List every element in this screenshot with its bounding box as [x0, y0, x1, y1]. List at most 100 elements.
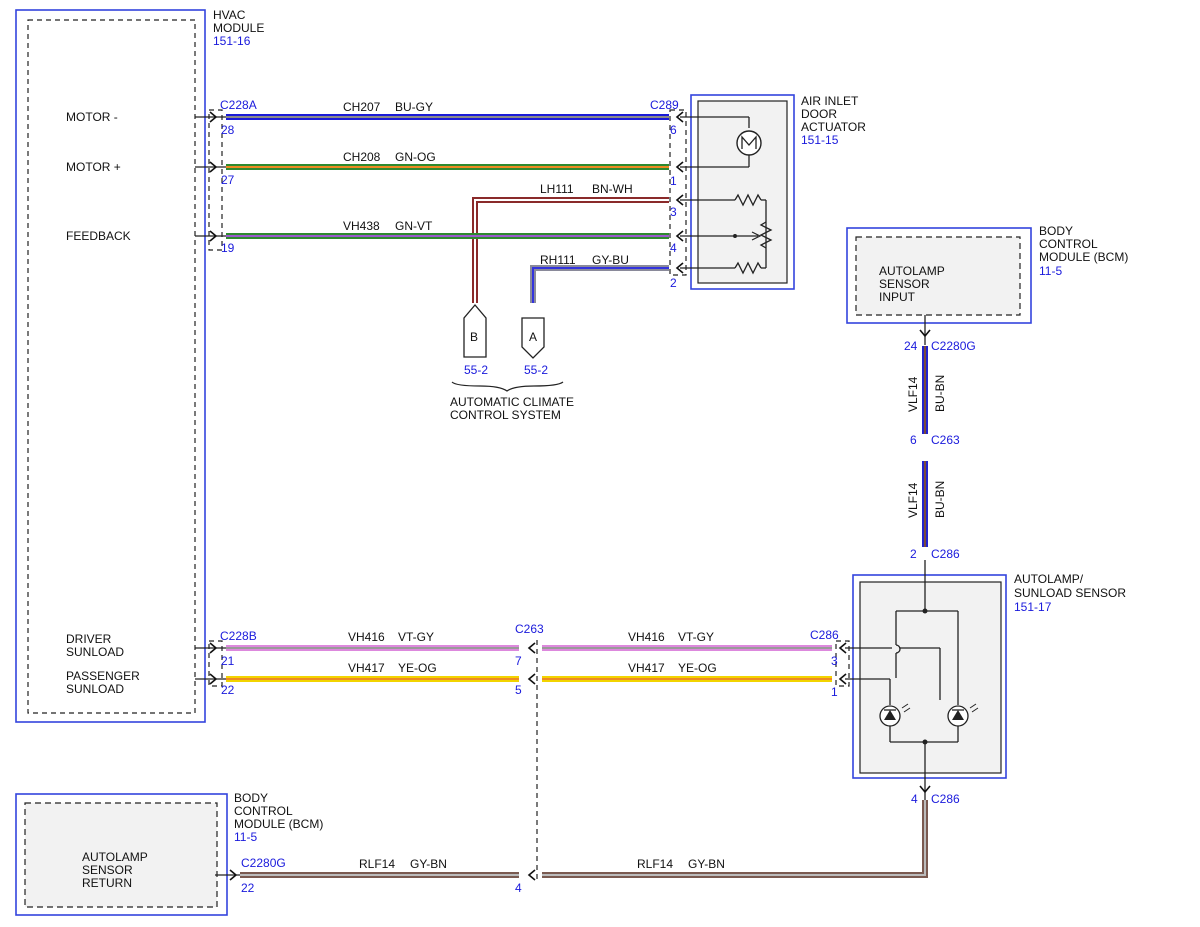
- pin-act-3: 3: [670, 205, 677, 219]
- pin-sensor-2: 2: [910, 547, 917, 561]
- hvac-pin-driver-sunload-1: DRIVER: [66, 632, 112, 646]
- c2280g-bottom-label: C2280G: [241, 856, 286, 870]
- bcm-top-ref: 11-5: [1039, 264, 1062, 278]
- bcm-top-title-2: CONTROL: [1039, 237, 1098, 251]
- wire-vh438: VH438 GN-VT: [226, 219, 669, 239]
- pin-act-2: 2: [670, 276, 677, 290]
- pin-sensor-3: 3: [831, 654, 838, 668]
- hvac-pin-passenger-sunload-1: PASSENGER: [66, 669, 140, 683]
- wire-vh438-circuit: VH438: [343, 219, 380, 233]
- wire-lh111: LH111 BN-WH: [472, 182, 669, 303]
- c286-sensor-bottom-label: C286: [931, 792, 960, 806]
- sensor-ref: 151-17: [1014, 600, 1052, 614]
- wire-rlf14-left: RLF14 GY-BN: [240, 857, 519, 878]
- c228b-connector-outline: [208, 640, 223, 687]
- wire-vh417-right-color: YE-OG: [678, 661, 717, 675]
- hvac-pin-motor-minus: MOTOR -: [66, 110, 118, 124]
- bcm-bottom-ref: 11-5: [234, 830, 257, 844]
- reference-b: B 55-2: [463, 303, 488, 377]
- reference-a-page: 55-2: [524, 363, 548, 377]
- autolamp-sensor-module: AUTOLAMP/ SUNLOAD SENSOR 151-17: [845, 560, 1126, 800]
- wire-vlf14-lower: VLF14 BU-BN: [906, 461, 947, 547]
- resistor-icon: [734, 193, 762, 207]
- wire-rh111: RH111 GY-BU: [530, 253, 669, 303]
- pin-hvac-21: 21: [221, 654, 235, 668]
- actuator-title-1: AIR INLET: [801, 94, 859, 108]
- sensor-title-2: SUNLOAD SENSOR: [1014, 586, 1126, 600]
- bcm-top-pin-arrow: [919, 329, 931, 338]
- bcm-top-title-1: BODY: [1039, 224, 1073, 238]
- c289-connector-outline: [669, 109, 687, 276]
- wire-vh416-left-circuit: VH416: [348, 630, 385, 644]
- actuator-title-2: DOOR: [801, 107, 837, 121]
- pin-mid-5: 5: [515, 683, 522, 697]
- actuator-ref: 151-15: [801, 133, 839, 147]
- c263-pin-7-arrow: [527, 642, 536, 654]
- hvac-pin-feedback: FEEDBACK: [66, 229, 131, 243]
- wire-rlf14-left-color: GY-BN: [410, 857, 447, 871]
- c228a-connector-outline: [208, 109, 223, 251]
- wire-lh111-circuit: LH111: [540, 182, 574, 196]
- c228b-label: C228B: [220, 629, 257, 643]
- pin-hvac-28: 28: [221, 123, 235, 137]
- pin-bcm-24: 24: [904, 339, 918, 353]
- c286-mid-label: C286: [810, 628, 839, 642]
- reference-group-2: CONTROL SYSTEM: [450, 408, 561, 422]
- wire-vh417-right: VH417 YE-OG: [542, 661, 832, 682]
- bcm-top-inner-1: AUTOLAMP: [879, 264, 945, 278]
- wire-vlf14-lower-circuit: VLF14: [906, 482, 920, 518]
- pin-mid-4: 4: [515, 881, 522, 895]
- pin-mid-7: 7: [515, 654, 522, 668]
- air-inlet-actuator: AIR INLET DOOR ACTUATOR 151-15: [680, 94, 866, 290]
- motor-icon: [736, 130, 762, 156]
- wire-rlf14-right-color: GY-BN: [688, 857, 725, 871]
- wire-vh416-left-color: VT-GY: [398, 630, 434, 644]
- wire-vlf14-upper-circuit: VLF14: [906, 376, 920, 412]
- pin-hvac-22: 22: [221, 683, 235, 697]
- reference-group-1: AUTOMATIC CLIMATE: [450, 395, 574, 409]
- bcm-bottom-inner-1: AUTOLAMP: [82, 850, 148, 864]
- c289-label: C289: [650, 98, 679, 112]
- bcm-bottom-title-3: MODULE (BCM): [234, 817, 323, 831]
- wire-rlf14-right-circuit: RLF14: [637, 857, 673, 871]
- c286-sensor-top-label: C286: [931, 547, 960, 561]
- bcm-top-inner-3: INPUT: [879, 290, 916, 304]
- sensor-pin-1-arrow: [838, 673, 847, 685]
- wire-vh416-right-circuit: VH416: [628, 630, 665, 644]
- pin-act-6: 6: [670, 123, 677, 137]
- wire-rlf14-left-circuit: RLF14: [359, 857, 395, 871]
- wire-ch207: CH207 BU-GY: [226, 100, 669, 120]
- hvac-title-1: HVAC: [213, 8, 246, 22]
- c286-mid-connector-outline: [835, 640, 850, 687]
- bcm-top-title-3: MODULE (BCM): [1039, 250, 1128, 264]
- c2280g-top-label: C2280G: [931, 339, 976, 353]
- sensor-title-1: AUTOLAMP/: [1014, 572, 1084, 586]
- wire-vh416-right: VH416 VT-GY: [542, 630, 832, 651]
- potentiometer-icon: [759, 221, 773, 249]
- pin-hvac-27: 27: [221, 173, 235, 187]
- reference-b-letter: B: [470, 330, 478, 344]
- c263-right-label: C263: [931, 433, 960, 447]
- pin-c263-6: 6: [910, 433, 917, 447]
- hvac-pin-arrows: [195, 111, 226, 685]
- wire-rlf14-right: RLF14 GY-BN: [542, 800, 928, 878]
- wire-ch207-circuit: CH207: [343, 100, 381, 114]
- wire-rh111-circuit: RH111: [540, 253, 576, 267]
- c263-pin-5-arrow: [527, 673, 536, 685]
- wire-vh417-right-circuit: VH417: [628, 661, 665, 675]
- hvac-pin-driver-sunload-2: SUNLOAD: [66, 645, 124, 659]
- pin-act-4: 4: [670, 241, 677, 255]
- wire-vh438-color: GN-VT: [395, 219, 433, 233]
- bcm-bottom-title-2: CONTROL: [234, 804, 293, 818]
- wire-ch207-color: BU-GY: [395, 100, 433, 114]
- wire-vh416-left: VH416 VT-GY: [226, 630, 519, 651]
- c263-pin-4-arrow: [527, 869, 536, 881]
- pin-hvac-19: 19: [221, 241, 235, 255]
- bcm-bottom-module: AUTOLAMP SENSOR RETURN BODY CONTROL MODU…: [15, 791, 323, 916]
- sensor-pin-4-arrow: [919, 785, 931, 794]
- wire-vlf14-lower-color: BU-BN: [933, 481, 947, 518]
- wire-ch208-circuit: CH208: [343, 150, 381, 164]
- wire-rh111-color: GY-BU: [592, 253, 629, 267]
- wire-vlf14-upper-color: BU-BN: [933, 375, 947, 412]
- c228a-label: C228A: [220, 98, 257, 112]
